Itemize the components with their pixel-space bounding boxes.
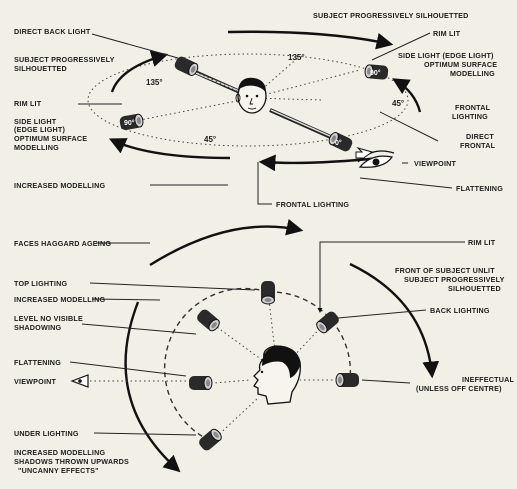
label-level-no-shadow-1: LEVEL NO VISIBLE	[14, 314, 83, 323]
label-side-light-left-1: SIDE LIGHT	[14, 117, 57, 126]
label-viewpoint-bottom: VIEWPOINT	[14, 377, 57, 386]
lamp-label-90-right: 90°	[370, 69, 381, 77]
label-rim-lit-bottom: RIM LIT	[468, 238, 496, 247]
human-head-icon	[235, 77, 267, 114]
label-silhouetted-top: SUBJECT PROGRESSIVELY SILHOUETTED	[313, 11, 469, 20]
label-viewpoint-top: VIEWPOINT	[414, 159, 457, 168]
top-arrow-flattening	[258, 154, 381, 172]
bottom-diagram: FACES HAGGARD AGEING RIM LIT TOP LIGHTIN…	[14, 218, 515, 475]
label-under-note-3: "UNCANNY EFFECTS"	[18, 466, 99, 475]
label-faces-haggard: FACES HAGGARD AGEING	[14, 239, 111, 248]
label-increased-modelling-bottom: INCREASED MODELLING	[14, 295, 105, 304]
top-arrow-left-upper	[110, 50, 169, 93]
bottom-arrow-right-outer	[349, 262, 440, 379]
spotlight-lamp-icon	[188, 375, 213, 391]
label-side-light-left-2: (EDGE LIGHT)	[14, 125, 66, 134]
label-side-light-left-3: OPTIMUM SURFACE	[14, 134, 87, 143]
label-rim-lit-left: RIM LIT	[14, 99, 42, 108]
label-side-light-left-4: MODELLING	[14, 143, 59, 152]
label-top-lighting: TOP LIGHTING	[14, 279, 67, 288]
spotlight-lamp-icon	[335, 372, 360, 388]
bottom-arrow-faces-haggard	[149, 218, 304, 267]
label-level-no-shadow-2: SHADOWING	[14, 323, 62, 332]
label-frontal-right-1: FRONTAL	[455, 103, 491, 112]
top-arrow-increased-modelling	[108, 138, 231, 160]
top-orbit-dotted	[87, 53, 409, 147]
lamp-label-0: 0°	[335, 139, 342, 147]
label-under-note-1: INCREASED MODELLING	[14, 448, 105, 457]
label-side-light-right-2: OPTIMUM SURFACE	[424, 60, 497, 69]
lamp-label-90-left: 90°	[124, 119, 135, 127]
label-direct-frontal-1: DIRECT	[466, 132, 494, 141]
angle-135-top: 135°	[288, 53, 305, 62]
label-ineffectual-2: (UNLESS OFF CENTRE)	[416, 384, 502, 393]
label-increased-modelling-top: INCREASED MODELLING	[14, 181, 105, 190]
spotlight-lamp-icon	[194, 307, 223, 334]
label-side-light-right-3: MODELLING	[450, 69, 495, 78]
top-diagram: 90° 90° 0° 135° 135° 45° 45° DIRECT BACK…	[14, 11, 503, 209]
label-direct-back-light: DIRECT BACK LIGHT	[14, 27, 91, 36]
angle-135-left: 135°	[146, 78, 163, 87]
top-arrow-frontal-right	[392, 78, 422, 113]
label-flattening-top: FLATTENING	[456, 184, 503, 193]
label-silhouetted-left-1: SUBJECT PROGRESSIVELY	[14, 55, 115, 64]
label-under-lighting: UNDER LIGHTING	[14, 429, 79, 438]
label-front-unlit-1: FRONT OF SUBJECT UNLIT	[395, 266, 495, 275]
spotlight-lamp-icon	[313, 309, 342, 336]
label-flattening-bottom: FLATTENING	[14, 358, 61, 367]
human-head-icon	[253, 345, 301, 405]
spotlight-lamp-icon	[196, 426, 225, 453]
label-front-unlit-2: SUBJECT PROGRESSIVELY	[404, 275, 505, 284]
label-ineffectual-1: INEFFECTUAL	[462, 375, 515, 384]
top-arrow-silhouetted	[227, 30, 394, 50]
label-frontal-lighting-bottom: FRONTAL LIGHTING	[276, 200, 349, 209]
label-front-unlit-3: SILHOUETTED	[448, 284, 501, 293]
eye-icon	[358, 150, 395, 168]
label-silhouetted-left-2: SILHOUETTED	[14, 64, 67, 73]
bottom-arrow-left-outer	[124, 301, 181, 473]
angle-45-left: 45°	[204, 135, 216, 144]
label-rim-lit-right: RIM LIT	[433, 29, 461, 38]
viewpoint-arrow	[355, 146, 374, 163]
label-side-light-right-1: SIDE LIGHT (EDGE LIGHT)	[398, 51, 494, 60]
bottom-arc-left	[164, 287, 269, 439]
label-direct-frontal-2: FRONTAL	[460, 141, 496, 150]
eye-icon	[70, 374, 89, 388]
label-frontal-right-2: LIGHTING	[452, 112, 488, 121]
angle-45-right: 45°	[392, 99, 404, 108]
spotlight-lamp-icon	[260, 280, 276, 305]
label-under-note-2: SHADOWS THROWN UPWARDS	[14, 457, 129, 466]
label-back-lighting: BACK LIGHTING	[430, 306, 490, 315]
